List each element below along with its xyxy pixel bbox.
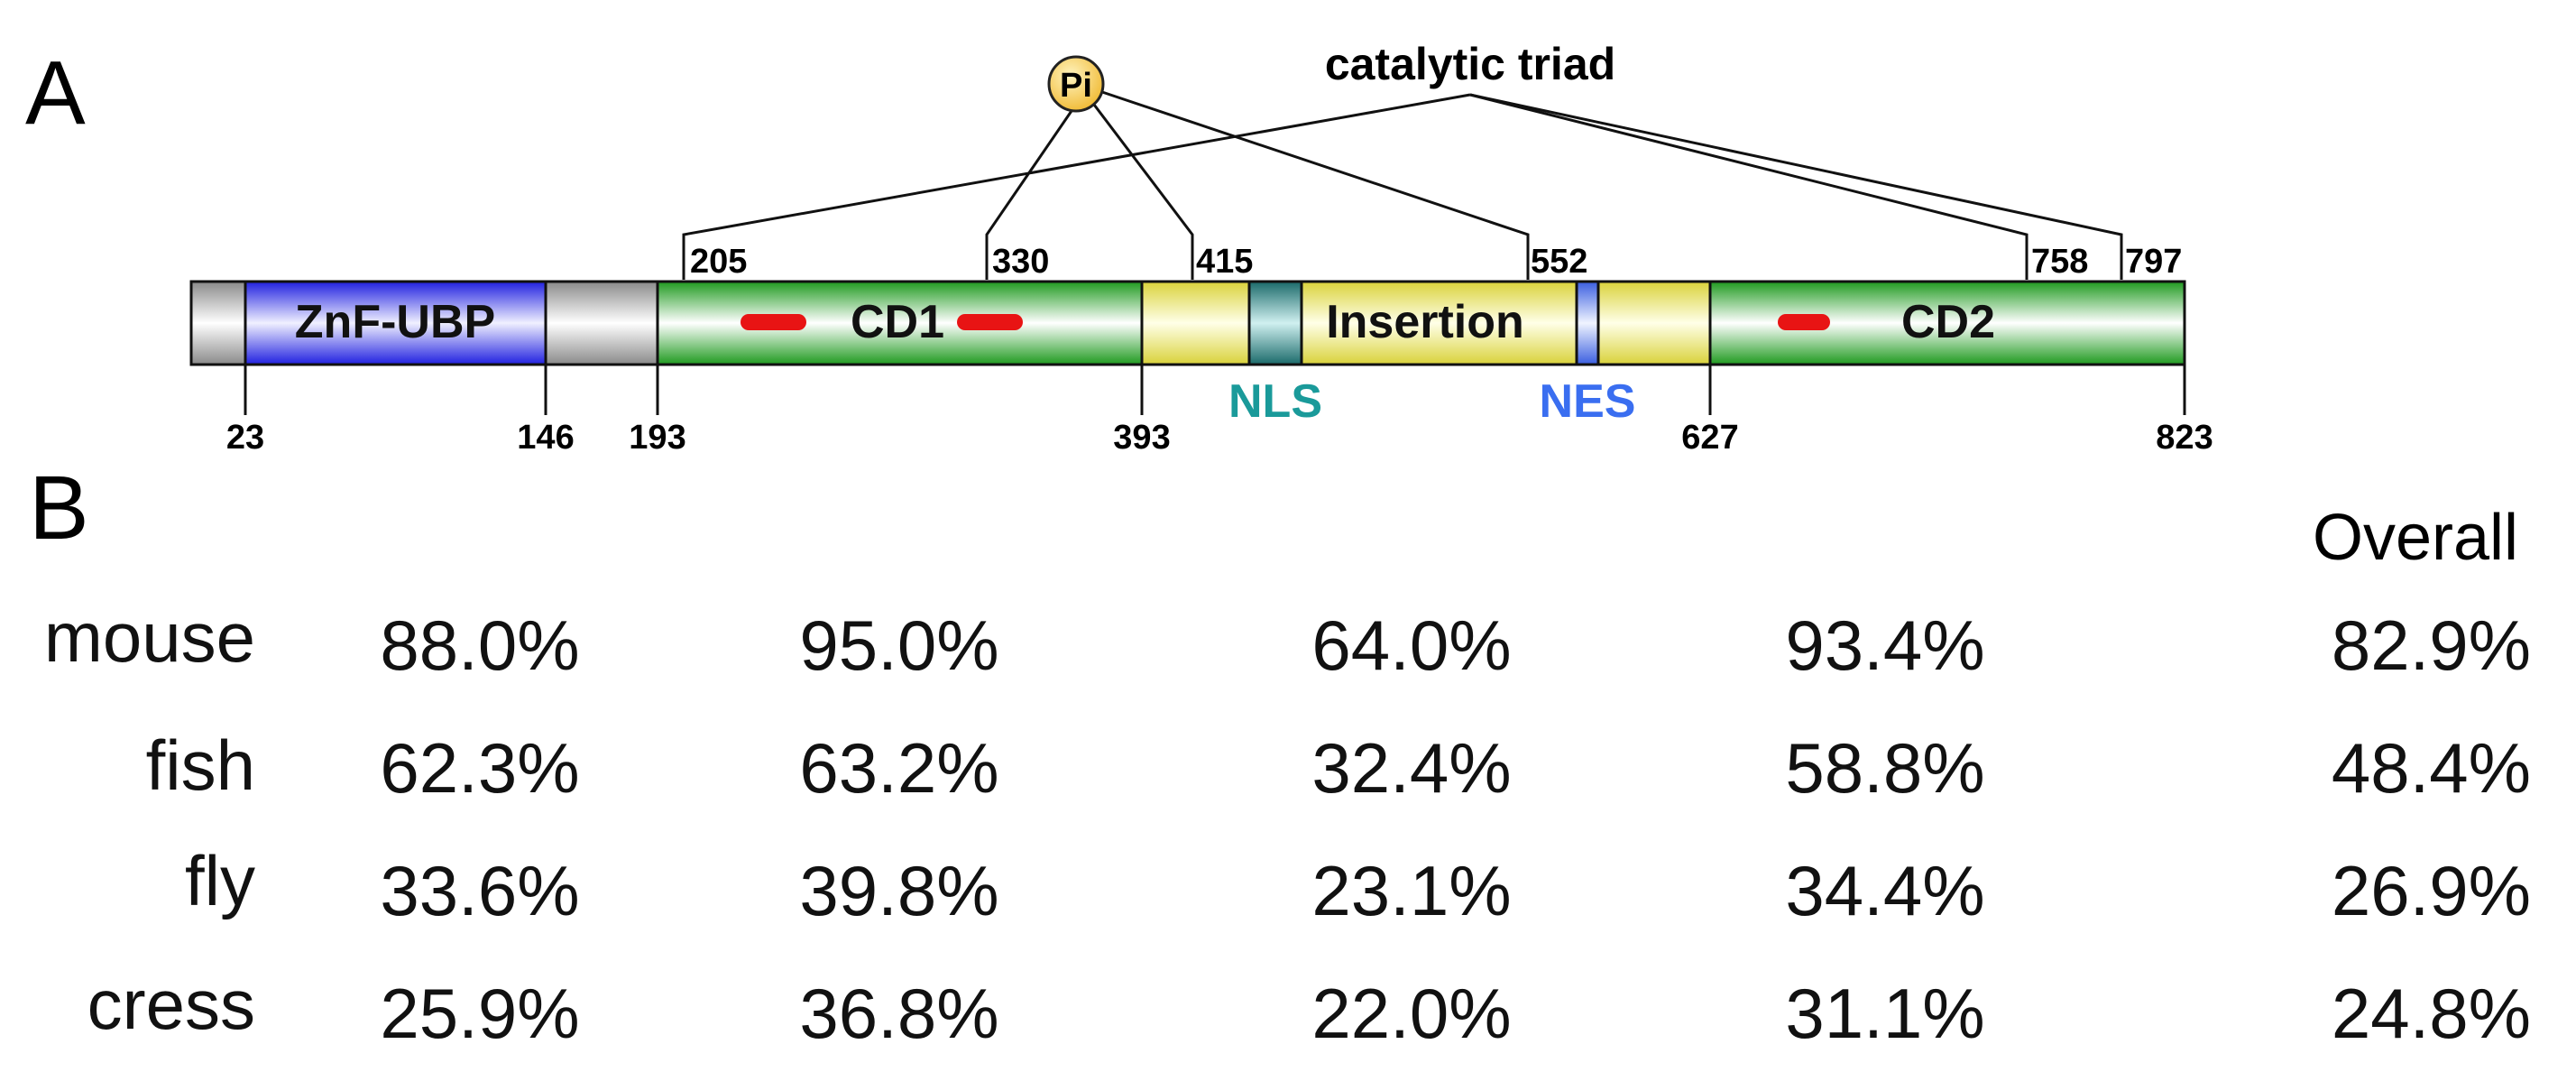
cell-mouse-cd2: 93.4% [1785,605,1984,685]
top-tick-797: 797 [2125,243,2182,281]
cell-mouse-insertion: 64.0% [1311,605,1511,685]
cell-fly-overall: 26.9% [2332,851,2531,930]
linker-middle [544,280,659,366]
pi-line-330 [985,107,1075,280]
overall-header: Overall [2313,502,2518,574]
pi-label: Pi [1060,67,1092,105]
domain-insertion-middle [1300,280,1578,366]
panel-b-label: B [29,457,89,559]
signal-nls [1247,280,1303,366]
triad-line-205 [682,93,1471,280]
domain-insertion-right [1596,280,1712,366]
cell-fish-insertion: 32.4% [1311,728,1511,808]
label-cd1: CD1 [851,296,944,348]
phosphate-marker: Pi [1047,55,1105,113]
protein-bar [189,280,2186,366]
bottom-tick-23: 23 [226,419,264,457]
identity-table: mouse 88.0% 95.0% 64.0% 93.4% 82.9% fish… [44,597,2531,1053]
top-tick-415: 415 [1196,243,1253,281]
cell-cress-insertion: 22.0% [1311,974,1511,1053]
pi-line-415 [1090,100,1194,280]
pi-circle [1047,55,1105,113]
linker-n-terminal [189,280,247,366]
triad-line-758 [1469,93,2029,280]
species-mouse: mouse [44,597,255,677]
cell-mouse-znf: 88.0% [380,605,579,685]
top-tick-758: 758 [2031,243,2088,281]
cell-cress-overall: 24.8% [2332,974,2531,1053]
bottom-tick-lines [244,365,2186,415]
domain-insertion-left [1140,280,1251,366]
cell-cress-cd1: 36.8% [799,974,998,1053]
cell-fish-overall: 48.4% [2332,728,2531,808]
cell-cress-znf: 25.9% [380,974,579,1053]
domain-cd1 [656,280,1144,366]
bottom-tick-193: 193 [629,419,685,457]
cell-fish-cd1: 63.2% [799,728,998,808]
label-nls: NLS [1228,375,1322,428]
species-fly: fly [185,841,255,920]
bottom-tick-labels: 23 146 193 393 627 823 [226,419,2213,457]
label-znf-ubp: ZnF-UBP [295,296,495,348]
domain-labels: ZnF-UBP CD1 Insertion CD2 [295,296,1995,348]
label-cd2: CD2 [1901,296,1995,348]
bottom-tick-146: 146 [517,419,574,457]
cell-mouse-cd1: 95.0% [799,605,998,685]
top-tick-205: 205 [690,243,747,281]
cell-fly-cd1: 39.8% [799,851,998,930]
species-cress: cress [87,965,255,1044]
cell-fish-znf: 62.3% [380,728,579,808]
catalytic-triad-connectors [682,90,2123,280]
top-tick-552: 552 [1531,243,1587,281]
top-tick-330: 330 [992,243,1049,281]
bottom-tick-823: 823 [2156,419,2213,457]
cell-fly-cd2: 34.4% [1785,851,1984,930]
cell-fly-insertion: 23.1% [1311,851,1511,930]
cell-cress-cd2: 31.1% [1785,974,1984,1053]
triad-line-797 [1469,93,2123,280]
pi-line-552 [1101,90,1530,280]
label-insertion: Insertion [1326,296,1524,348]
top-tick-labels: 205 330 415 552 758 797 [690,243,2182,281]
signal-nes [1575,280,1600,366]
cell-mouse-overall: 82.9% [2332,605,2531,685]
bottom-tick-393: 393 [1113,419,1170,457]
panel-a-label: A [25,42,86,143]
cell-fish-cd2: 58.8% [1785,728,1984,808]
label-nes: NES [1540,375,1636,428]
bottom-tick-627: 627 [1681,419,1738,457]
cell-fly-znf: 33.6% [380,851,579,930]
species-fish: fish [146,725,255,805]
catalytic-triad-label: catalytic triad [1325,39,1615,89]
